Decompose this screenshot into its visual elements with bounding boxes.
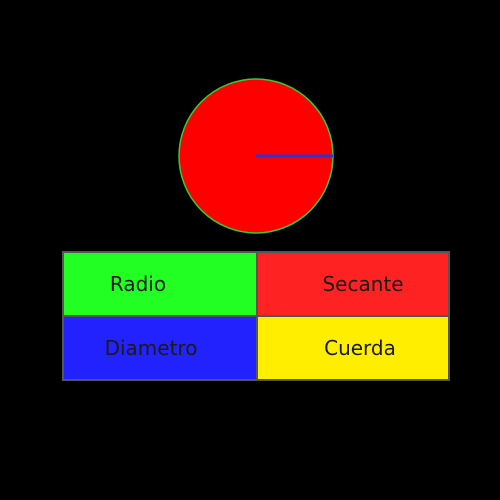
answer-button-diametro[interactable]: Diametro [64,317,256,379]
answer-label: Cuerda [324,336,396,360]
answer-button-secante[interactable]: Secante [258,253,448,315]
answer-label: Diametro [104,336,198,360]
answer-label: Radio [109,272,167,296]
answer-grid: Radio Secante Diametro Cuerda [62,251,450,381]
answer-label: Secante [322,272,404,296]
answer-button-cuerda[interactable]: Cuerda [258,317,448,379]
answer-button-radio[interactable]: Radio [64,253,256,315]
